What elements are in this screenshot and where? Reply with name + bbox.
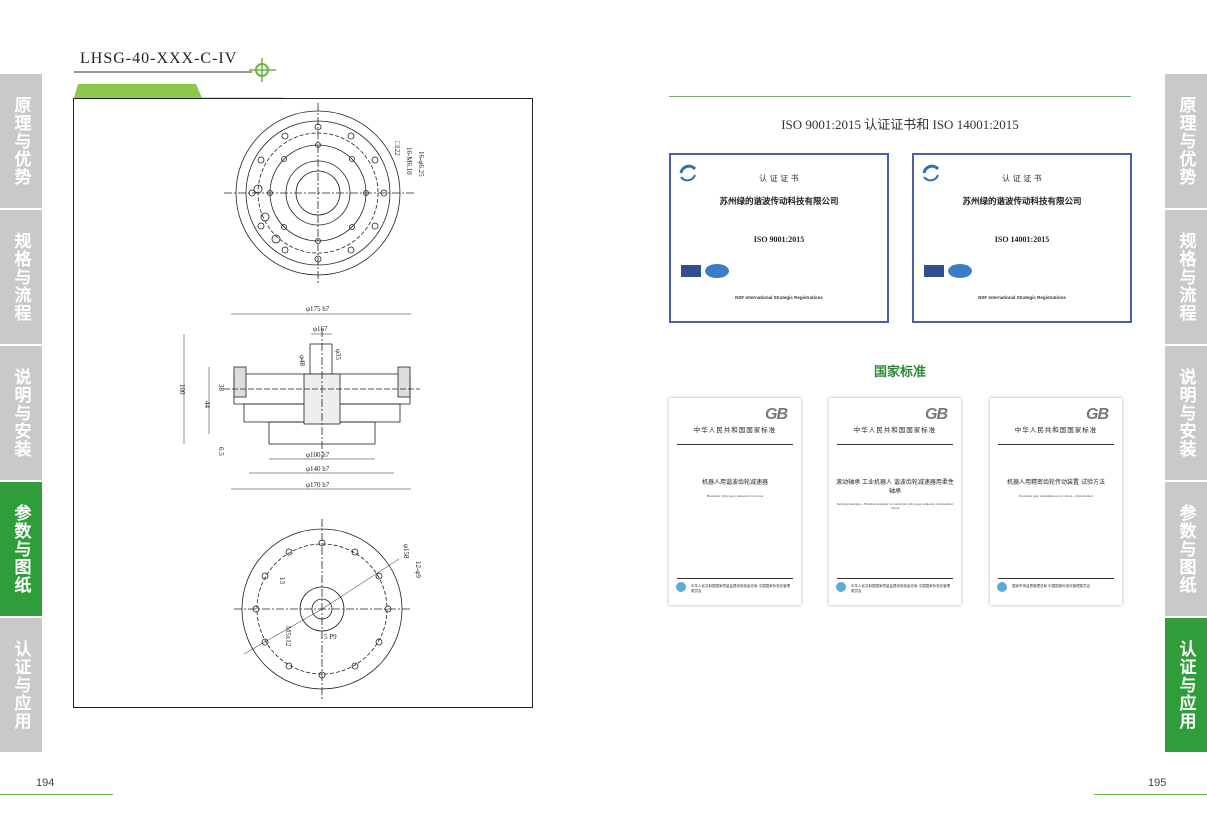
gb-logo: GB (1086, 406, 1109, 423)
gb-issuer: 中华人民共和国国家质量监督检验检疫总局 中国国家标准化管理委员会 (691, 584, 791, 593)
gb-title: 机器人用谐波齿轮减速器 (701, 479, 768, 486)
tab-drawings-right[interactable]: 参数与图纸 (1165, 482, 1207, 616)
tab-drawings-left[interactable]: 参数与图纸 (0, 482, 42, 616)
gb-issuer: 中华人民共和国国家质量监督检验检疫总局 中国国家标准化管理委员会 (851, 584, 951, 593)
tab-principle-left[interactable]: 原理与优势 (0, 74, 42, 208)
dim-label: φ100 h7 (306, 451, 330, 459)
dim-label: 12-φ9 (414, 561, 422, 578)
gb-seal-icon (676, 582, 686, 592)
drawing-svg: □122 16-M6.10 16-φ6.25 φ175 h7 φ167 φ48 … (178, 103, 425, 699)
gb-seal-icon (836, 582, 846, 592)
dim-label: 16-φ6.25 (417, 151, 425, 177)
dim-label: 44 (203, 401, 211, 409)
dim-label: φ140 h7 (306, 465, 330, 473)
gb-standard-1: GB 中华人民共和国国家标准 机器人用谐波齿轮减速器 Harmonic driv… (669, 398, 801, 605)
nsf-logo-icon (922, 164, 940, 182)
cert-title: 认 证 证 书 (1002, 174, 1042, 183)
tab-cert-right[interactable]: 认证与应用 (1165, 618, 1207, 752)
nsf-logo-icon (679, 164, 697, 182)
dim-label: 100 (178, 384, 186, 395)
dim-label: φ158 (402, 544, 410, 559)
dim-label: M5x12 (284, 626, 292, 647)
tab-principle-right[interactable]: 原理与优势 (1165, 74, 1207, 208)
title-decoration (74, 58, 284, 99)
page-number-right: 195 (1148, 777, 1167, 789)
dim-label: 16-M6.10 (405, 147, 413, 175)
dim-label: 13 (278, 577, 286, 585)
gb-title: 滚动轴承 工业机器人 谐波齿轮减速器用柔性轴承 (836, 479, 954, 495)
footer-rule-left (0, 794, 113, 795)
gb-subtitle: Precision gear transmission for robots—T… (1019, 494, 1093, 498)
certificate-iso14001: 认 证 证 书 苏州绿的谐波传动科技有限公司 ISO 14001:2015 NS… (912, 153, 1132, 323)
gb-standard-2: GB 中华人民共和国国家标准 滚动轴承 工业机器人 谐波齿轮减速器用柔性轴承 R… (829, 398, 961, 605)
certificate-iso9001: 认 证 证 书 苏州绿的谐波传动科技有限公司 ISO 9001:2015 NSF… (669, 153, 889, 323)
gb-org: 中华人民共和国国家标准 (693, 426, 777, 434)
model-title: LHSG-40-XXX-C-IV (80, 50, 238, 67)
anab-iaf-logo-icon (681, 264, 729, 278)
gb-org: 中华人民共和国国家标准 (853, 426, 937, 434)
dim-label: φ167 (313, 325, 328, 333)
dim-label: φ175 h7 (306, 305, 330, 313)
cert-heading: ISO 9001:2015 认证证书和 ISO 14001:2015 (781, 117, 1019, 132)
cert-company: 苏州绿的谐波传动科技有限公司 (719, 197, 839, 207)
gb-seal-icon (997, 582, 1007, 592)
cert-footer: NSF International Strategic Registration… (978, 295, 1066, 300)
gb-subtitle: Harmonic drive gear reducers for robots (706, 494, 764, 498)
gb-issuer: 国家市场监督管理总局 中国国家标准化管理委员会 (1012, 584, 1091, 588)
dim-label: □122 (393, 141, 401, 156)
tab-cert-left[interactable]: 认证与应用 (0, 618, 42, 752)
dim-label: φ48 (298, 355, 306, 367)
gb-logo: GB (765, 406, 788, 423)
gb-heading: 国家标准 (873, 365, 926, 380)
cert-standard: ISO 14001:2015 (994, 235, 1050, 244)
dim-label: φ170 h7 (306, 481, 330, 489)
gb-org: 中华人民共和国国家标准 (1014, 426, 1098, 434)
cert-title: 认 证 证 书 (759, 174, 799, 183)
cert-company: 苏州绿的谐波传动科技有限公司 (962, 197, 1082, 207)
dim-label: 38 (217, 384, 225, 392)
tab-spec-right[interactable]: 规格与流程 (1165, 210, 1207, 344)
tab-install-left[interactable]: 说明与安装 (0, 346, 42, 480)
gb-standard-3: GB 中华人民共和国国家标准 机器人用精密齿轮传动装置 试验方法 Precisi… (990, 398, 1122, 605)
cert-standard: ISO 9001:2015 (753, 235, 805, 244)
cert-footer: NSF International Strategic Registration… (735, 295, 823, 300)
technical-drawing: □122 16-M6.10 16-φ6.25 φ175 h7 φ167 φ48 … (73, 98, 533, 708)
dim-label: 6.5 (217, 447, 225, 456)
dim-label: 5 P9 (324, 633, 337, 641)
tab-install-right[interactable]: 说明与安装 (1165, 346, 1207, 480)
header-rule-right (669, 96, 1131, 97)
anab-iaf-logo-icon (924, 264, 972, 278)
gb-title: 机器人用精密齿轮传动装置 试验方法 (1007, 479, 1105, 486)
gb-logo: GB (925, 406, 948, 423)
gb-subtitle: Rolling bearings—Flexible bearings for h… (837, 502, 953, 510)
tab-spec-left[interactable]: 规格与流程 (0, 210, 42, 344)
dim-label: φ35 (334, 349, 342, 361)
footer-rule-right (1094, 794, 1207, 795)
page-number-left: 194 (36, 777, 55, 789)
